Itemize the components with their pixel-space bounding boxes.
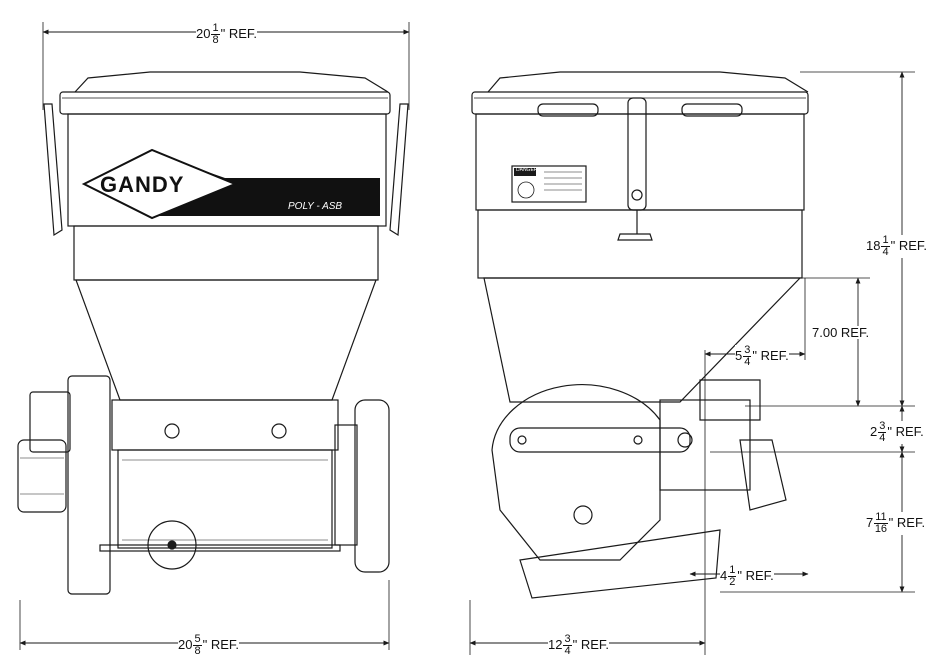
brand-logo-text: GANDY bbox=[100, 172, 185, 197]
side-view bbox=[469, 71, 915, 655]
dim-hopper-height: 7.00 REF. bbox=[812, 325, 870, 340]
danger-decal-title: DANGER bbox=[516, 167, 538, 173]
model-label: POLY - ASB bbox=[288, 201, 343, 212]
front-view bbox=[17, 22, 410, 650]
